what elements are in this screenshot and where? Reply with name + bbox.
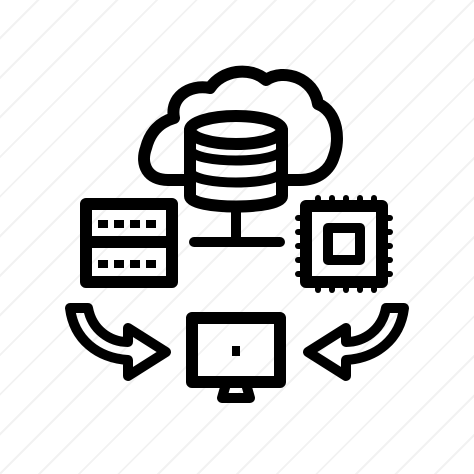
database-icon [184, 110, 288, 213]
cloud-icon [138, 65, 343, 186]
server-rack-icon [80, 198, 178, 288]
curved-arrow-left-icon [65, 303, 171, 381]
curved-arrow-right-icon [303, 303, 409, 381]
network-connector-icon [189, 201, 285, 247]
monitor-icon [186, 312, 286, 403]
cpu-chip-icon [295, 195, 393, 293]
